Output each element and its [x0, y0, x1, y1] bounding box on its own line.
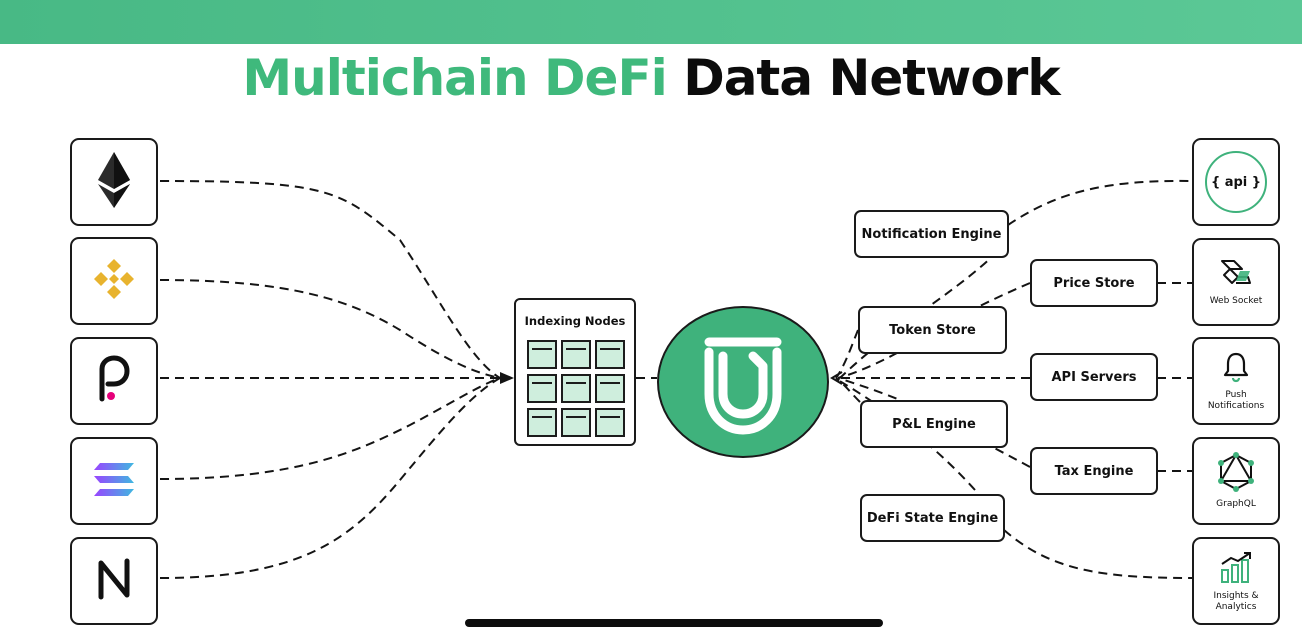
unmarshal-logo: [704, 337, 782, 435]
node-cell: [561, 374, 591, 403]
arrowheads-right: [830, 371, 843, 385]
arrowheads-left: [500, 372, 514, 384]
wire-ethereum: [159, 180, 501, 379]
node-cell: [527, 340, 557, 369]
node-cell: [595, 374, 625, 403]
tax-engine-label: Tax Engine: [1054, 463, 1134, 479]
chain-near[interactable]: [70, 537, 158, 625]
solana-icon: [90, 459, 138, 503]
output-websocket[interactable]: Web Socket: [1192, 238, 1280, 326]
wire-token: [835, 329, 859, 379]
home-indicator-bar[interactable]: [465, 619, 883, 627]
notification-engine-label: Notification Engine: [861, 226, 1002, 242]
push-notifications-label: Push Notifications: [1207, 389, 1265, 411]
analytics-chart-icon: [1218, 550, 1254, 588]
title-dark: Data Network: [683, 49, 1060, 107]
bnb-icon: [90, 255, 138, 307]
indexing-nodes-box[interactable]: Indexing Nodes: [514, 298, 636, 446]
websocket-icon: [1218, 257, 1254, 293]
near-icon: [92, 557, 136, 605]
node-cell: [595, 408, 625, 437]
token-store-label: Token Store: [889, 322, 976, 338]
chain-solana[interactable]: [70, 437, 158, 525]
tax-engine-box[interactable]: Tax Engine: [1030, 447, 1158, 495]
pnl-engine-box[interactable]: P&L Engine: [860, 400, 1008, 448]
node-cell: [561, 408, 591, 437]
bell-icon: [1222, 351, 1250, 387]
pnl-engine-label: P&L Engine: [892, 416, 976, 432]
ethereum-icon: [94, 150, 134, 214]
token-store-box[interactable]: Token Store: [858, 306, 1007, 354]
chain-bnb[interactable]: [70, 237, 158, 325]
graphql-label: GraphQL: [1216, 499, 1256, 509]
price-store-label: Price Store: [1053, 275, 1135, 291]
wire-solana: [159, 377, 501, 480]
api-servers-label: API Servers: [1051, 369, 1137, 385]
wire-bnb: [159, 279, 501, 379]
node-grid: [527, 340, 625, 438]
chain-polkadot[interactable]: [70, 337, 158, 425]
price-store-box[interactable]: Price Store: [1030, 259, 1158, 307]
indexing-nodes-label: Indexing Nodes: [524, 314, 626, 328]
polkadot-icon: [92, 353, 136, 409]
title-accent: Multichain DeFi: [242, 49, 667, 107]
node-cell: [561, 340, 591, 369]
wire-pnl: [835, 377, 861, 403]
output-api[interactable]: { api }: [1192, 138, 1280, 226]
websocket-label: Web Socket: [1209, 296, 1263, 306]
api-icon-label: { api }: [1210, 174, 1262, 190]
node-cell: [527, 408, 557, 437]
wire-out-api: [1007, 179, 1193, 226]
insights-label: Insights & Analytics: [1213, 590, 1259, 612]
wire-out-insights: [1003, 529, 1193, 579]
chain-ethereum[interactable]: [70, 138, 158, 226]
graphql-icon: [1217, 452, 1255, 496]
output-graphql[interactable]: GraphQL: [1192, 437, 1280, 525]
node-cell: [527, 374, 557, 403]
unmarshal-hub[interactable]: [657, 306, 829, 458]
api-icon: { api }: [1205, 151, 1267, 213]
notification-engine-box[interactable]: Notification Engine: [854, 210, 1009, 258]
page-title: Multichain DeFi Data Network: [0, 48, 1302, 108]
output-push-notifications[interactable]: Push Notifications: [1192, 337, 1280, 425]
wire-near: [159, 377, 501, 579]
output-insights[interactable]: Insights & Analytics: [1192, 537, 1280, 625]
defi-state-engine-box[interactable]: DeFi State Engine: [860, 494, 1005, 542]
top-banner-bar: [0, 0, 1302, 44]
node-cell: [595, 340, 625, 369]
api-servers-box[interactable]: API Servers: [1030, 353, 1158, 401]
defi-state-engine-label: DeFi State Engine: [866, 510, 999, 526]
